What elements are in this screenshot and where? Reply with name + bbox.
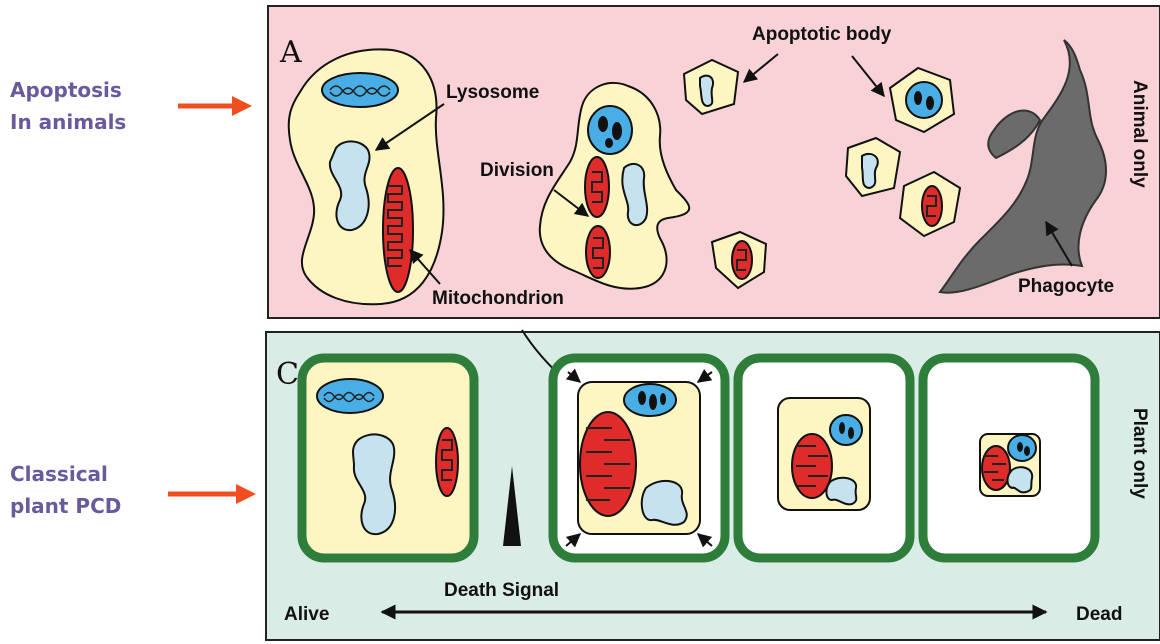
panel-a-animal: A [268, 6, 1160, 318]
lysosome-icon [826, 478, 856, 505]
mitochondrion-icon [436, 428, 458, 496]
orange-arrow-animal [178, 96, 252, 116]
plant-cell-dying [738, 358, 910, 558]
panel-a-letter: A [279, 35, 302, 70]
orange-arrow-plant [168, 484, 256, 504]
lysosome-icon [642, 481, 687, 525]
nucleus-fragments-icon [906, 82, 942, 118]
plant-cell-shrinking [553, 358, 725, 558]
mitochondrion-icon [585, 157, 609, 217]
nucleus-fragments-icon [830, 415, 862, 445]
mitochondrion-label: Mitochondrion [432, 288, 564, 309]
nucleus-icon [322, 73, 398, 107]
plant-cell-dead [923, 358, 1095, 558]
phagocyte-label: Phagocyte [1018, 276, 1114, 297]
dead-label: Dead [1076, 604, 1122, 625]
death-signal-label: Death Signal [444, 580, 559, 601]
panel-c-letter: C [276, 357, 299, 392]
mitochondrion-icon [982, 446, 1010, 490]
division-label: Division [480, 160, 554, 181]
mitochondrion-icon [586, 226, 610, 278]
apoptotic-body-label: Apoptotic body [752, 24, 892, 45]
apoptotic-body [846, 138, 900, 196]
lysosome-label: Lysosome [446, 82, 539, 103]
animal-only-label: Animal only [1129, 80, 1150, 188]
alive-label: Alive [284, 604, 329, 625]
plant-only-label: Plant only [1129, 408, 1150, 499]
lysosome-icon [1008, 467, 1033, 492]
healthy-animal-cell [289, 49, 444, 304]
panel-c-plant: C Death Signal [266, 330, 1160, 640]
plant-cell-alive [302, 358, 474, 558]
